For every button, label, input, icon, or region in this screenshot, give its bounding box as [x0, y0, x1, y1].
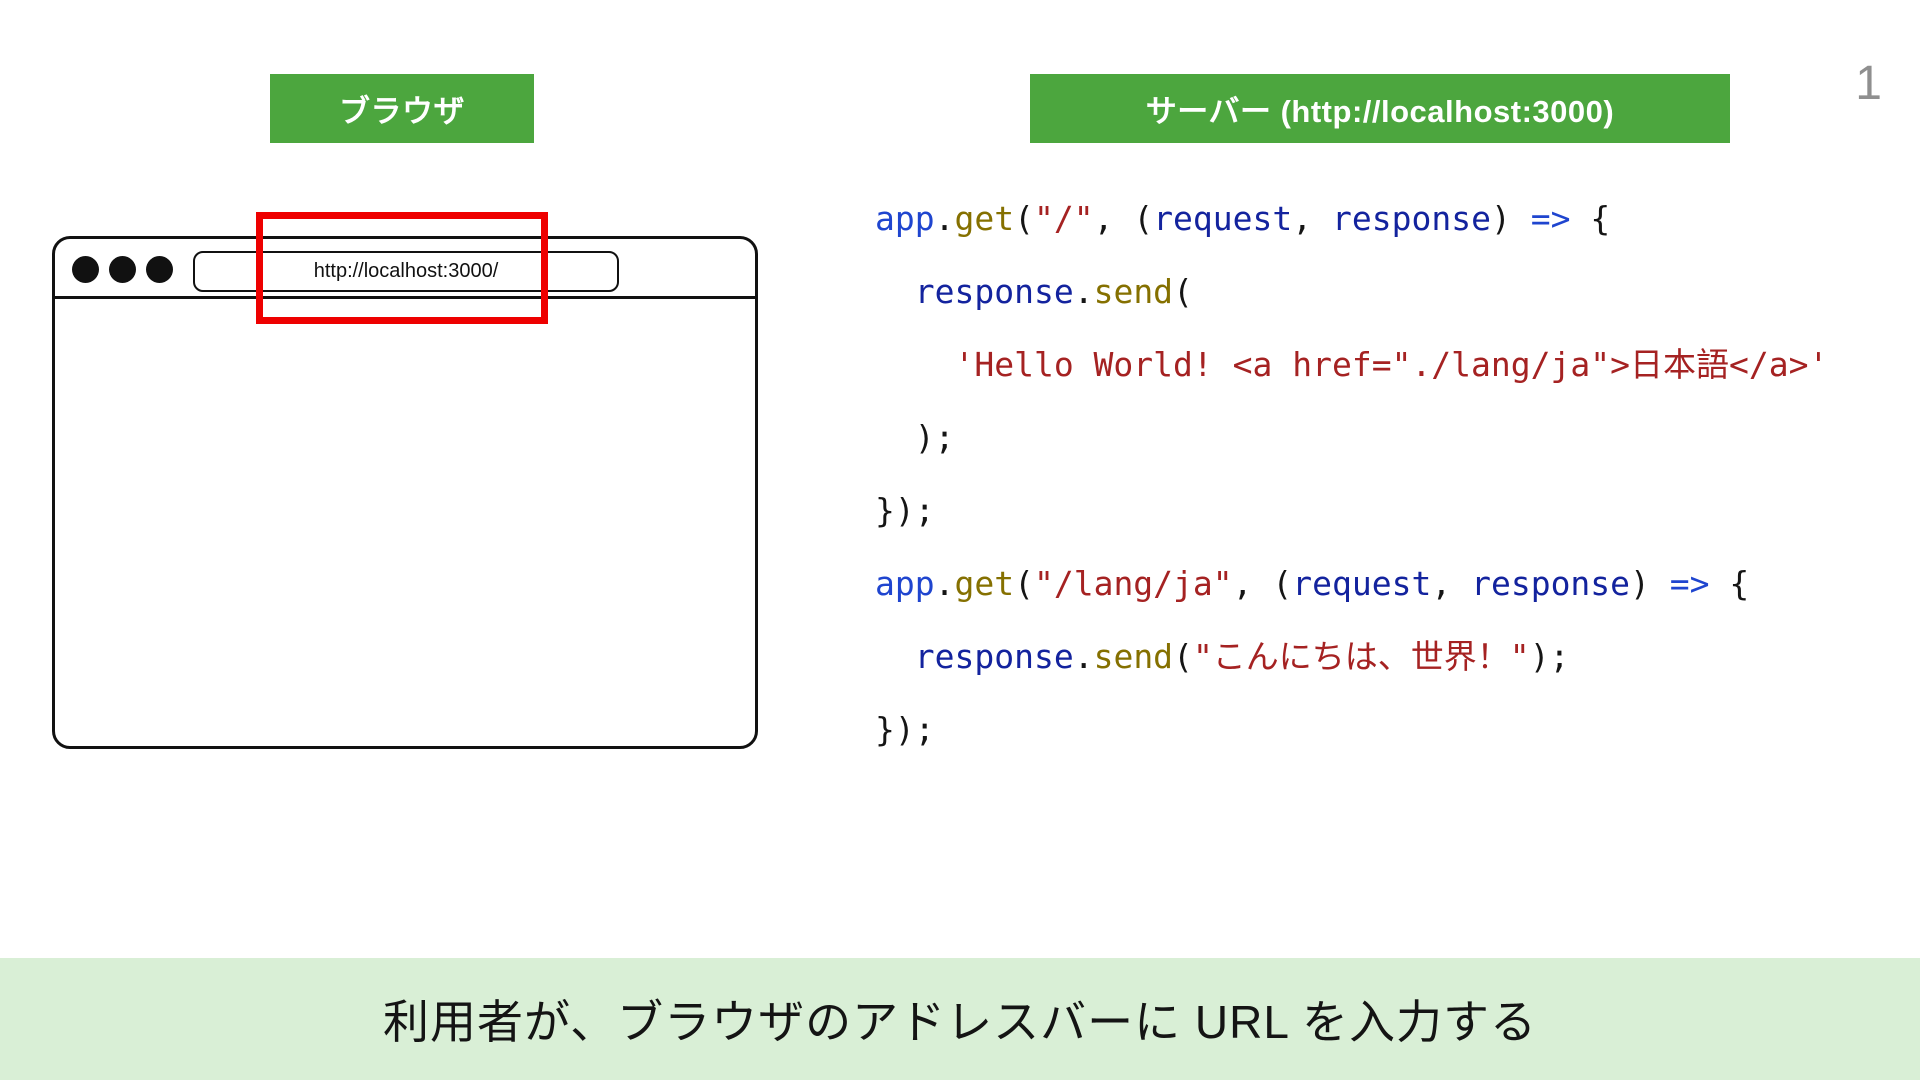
code-token: ,	[1292, 199, 1333, 238]
code-line: response.send(	[875, 255, 1828, 328]
code-line: });	[875, 474, 1828, 547]
code-token: {	[1709, 564, 1750, 603]
code-token: get	[954, 564, 1015, 603]
address-bar-url: http://localhost:3000/	[313, 260, 499, 282]
server-label-badge: サーバー (http://localhost:3000)	[1030, 74, 1730, 143]
caption-text: 利用者が、ブラウザのアドレスバーに URL を入力する	[383, 996, 1537, 1048]
code-token: )	[1490, 199, 1531, 238]
code-token: });	[875, 710, 935, 749]
code-token: 'Hello World! <a href="./lang/ja">日本語</a…	[954, 345, 1829, 384]
code-token: "/"	[1033, 199, 1094, 238]
code-token: ,	[1431, 564, 1472, 603]
code-token: get	[954, 199, 1015, 238]
code-token: response	[1471, 564, 1631, 603]
code-token: request	[1292, 564, 1432, 603]
window-control-icon	[146, 256, 173, 283]
code-line: app.get("/lang/ja", (request, response) …	[875, 547, 1828, 620]
server-code: app.get("/", (request, response) => { re…	[875, 182, 1828, 766]
code-token	[875, 272, 915, 311]
code-token: response	[914, 272, 1074, 311]
caption-banner: 利用者が、ブラウザのアドレスバーに URL を入力する	[0, 958, 1920, 1080]
code-token: "こんにちは、世界！"	[1192, 637, 1530, 676]
window-control-icon	[72, 256, 99, 283]
code-token: .	[1073, 272, 1094, 311]
code-token	[875, 345, 954, 384]
code-token: response	[914, 637, 1074, 676]
browser-label-badge: ブラウザ	[270, 74, 534, 143]
code-token: (	[1014, 199, 1034, 238]
address-bar: http://localhost:3000/	[193, 251, 619, 292]
code-token: send	[1093, 272, 1174, 311]
code-token: app	[875, 199, 935, 238]
code-token: (	[1173, 272, 1193, 311]
code-token: "/lang/ja"	[1033, 564, 1233, 603]
page-number: 1	[1855, 57, 1882, 110]
code-token: .	[934, 199, 955, 238]
code-line: app.get("/", (request, response) => {	[875, 182, 1828, 255]
code-token: , (	[1093, 199, 1154, 238]
code-line: 'Hello World! <a href="./lang/ja">日本語</a…	[875, 328, 1828, 401]
server-label: サーバー (http://localhost:3000)	[1145, 94, 1615, 129]
code-token: (	[1173, 637, 1193, 676]
code-line: response.send("こんにちは、世界！");	[875, 620, 1828, 693]
window-control-icon	[109, 256, 136, 283]
code-token: app	[875, 564, 935, 603]
code-token: , (	[1232, 564, 1293, 603]
code-token: });	[875, 491, 935, 530]
code-token: request	[1153, 199, 1293, 238]
code-token: {	[1570, 199, 1611, 238]
browser-topbar: http://localhost:3000/	[55, 239, 755, 299]
red-highlight-box	[256, 212, 548, 324]
code-token: .	[934, 564, 955, 603]
code-line: );	[875, 401, 1828, 474]
code-token: );	[1529, 637, 1570, 676]
code-token: .	[1073, 637, 1094, 676]
code-token: (	[1014, 564, 1034, 603]
code-token: =>	[1530, 199, 1571, 238]
browser-label: ブラウザ	[339, 94, 465, 129]
code-token: );	[875, 418, 955, 457]
code-token: send	[1093, 637, 1174, 676]
code-line: });	[875, 693, 1828, 766]
code-token	[875, 637, 915, 676]
code-token: response	[1332, 199, 1491, 238]
code-token: =>	[1669, 564, 1710, 603]
code-token: )	[1630, 564, 1670, 603]
